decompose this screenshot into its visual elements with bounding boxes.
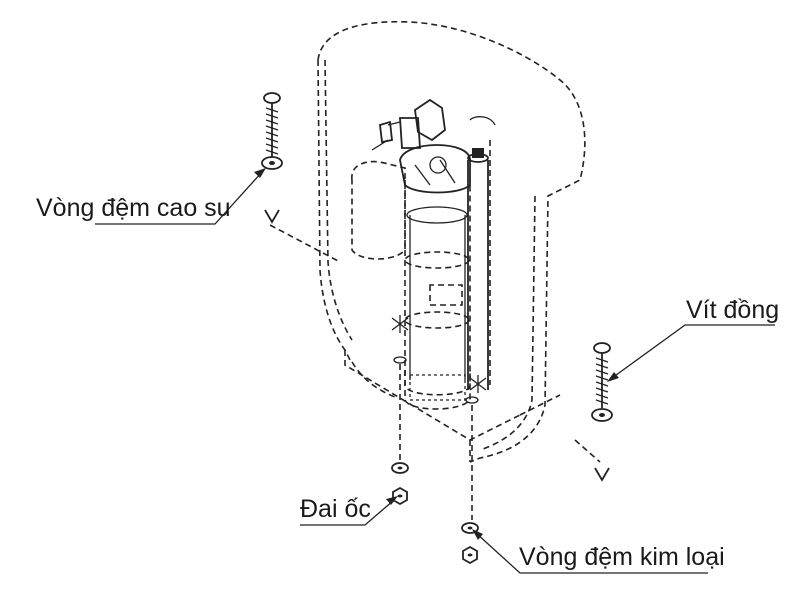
right-down-arrow bbox=[594, 467, 610, 482]
label-rubber-washer: Vòng đệm cao su bbox=[36, 194, 231, 222]
right-rubber-washer bbox=[591, 408, 613, 422]
flush-valve-assembly bbox=[351, 98, 496, 410]
left-rubber-washer bbox=[261, 156, 283, 170]
tank-outline bbox=[317, 20, 586, 463]
label-metal-washer: Vòng đệm kim loại bbox=[519, 543, 725, 571]
left-down-arrow bbox=[264, 209, 280, 224]
right-screw bbox=[593, 342, 611, 408]
leader-nut bbox=[300, 496, 398, 526]
left-screw bbox=[263, 92, 281, 158]
leader-rubber-washer bbox=[95, 168, 266, 225]
leader-brass-screw bbox=[607, 324, 775, 382]
left-metal-washer bbox=[391, 462, 409, 474]
label-nut: Đai ốc bbox=[300, 495, 371, 523]
mounting-guides bbox=[269, 224, 601, 520]
leader-metal-washer bbox=[472, 529, 708, 574]
right-nut bbox=[462, 545, 478, 565]
label-brass-screw: Vít đồng bbox=[686, 296, 779, 324]
left-nut bbox=[392, 486, 408, 506]
